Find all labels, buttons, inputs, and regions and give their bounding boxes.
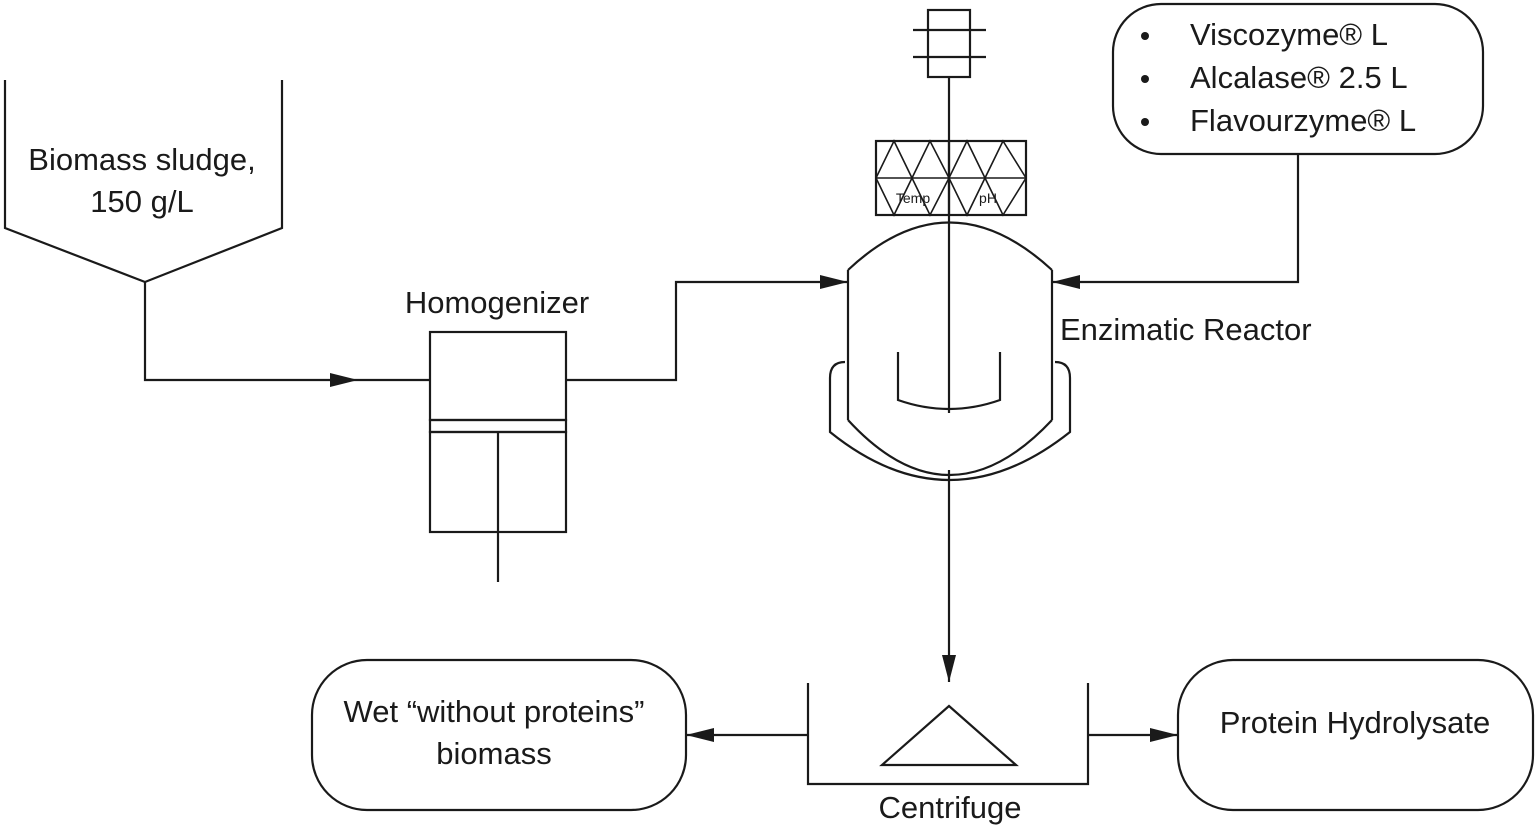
flow-reactor-to-centrifuge [942,470,956,682]
wet-biomass-output: Wet “without proteins” biomass [310,658,688,812]
ph-sensor-label: pH [979,190,997,206]
flow-hopper-to-homogenizer [143,282,430,387]
wet-biomass-label-line1: Wet “without proteins” [344,694,645,729]
hydrolysate-label: Protein Hydrolysate [1220,705,1491,740]
homogenizer-label: Homogenizer [405,285,589,320]
bullet-icon [1141,75,1149,83]
homogenizer: Homogenizer [405,285,589,582]
flow-enzymes-to-reactor [1052,154,1300,289]
biomass-hopper: Biomass sludge, 150 g/L [3,80,284,284]
flow-centrifuge-to-hydrolysate [1088,728,1178,742]
hopper-label-line2: 150 g/L [90,184,193,219]
enzyme-item: Flavourzyme® L [1190,103,1416,138]
arrowhead-icon [820,275,848,289]
reactor-label: Enzimatic Reactor [1060,312,1312,347]
arrowhead-icon [686,728,714,742]
arrowhead-icon [1150,728,1178,742]
bullet-icon [1141,32,1149,40]
arrowhead-icon [330,373,358,387]
centrifuge: Centrifuge [806,683,1090,825]
arrowhead-icon [942,655,956,682]
agitator-motor [913,8,986,413]
flow-centrifuge-to-wet-biomass [686,728,808,742]
temp-sensor-label: Temp [896,190,930,206]
flow-homogenizer-to-reactor [566,275,848,382]
enzymatic-reactor: Enzimatic Reactor [828,221,1312,481]
hopper-label-line1: Biomass sludge, [28,142,255,177]
sensor-block: Temp pH [874,139,1028,217]
enzyme-item: Alcalase® 2.5 L [1190,60,1408,95]
bullet-icon [1141,118,1149,126]
centrifuge-label: Centrifuge [878,790,1021,825]
wet-biomass-label-line2: biomass [436,736,551,771]
enzymes-box: Viscozyme® L Alcalase® 2.5 L Flavourzyme… [1111,2,1485,156]
protein-hydrolysate-output: Protein Hydrolysate [1176,658,1535,812]
arrowhead-icon [1052,275,1080,289]
enzyme-item: Viscozyme® L [1190,17,1388,52]
